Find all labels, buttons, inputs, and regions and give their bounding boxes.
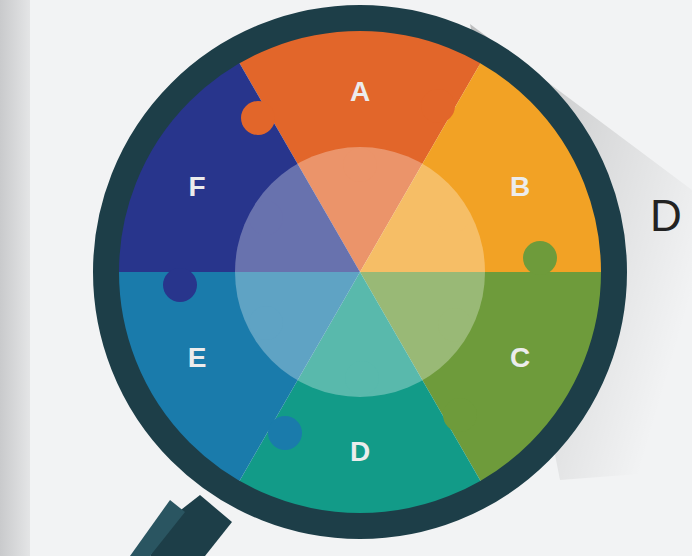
piece-letter: C	[510, 344, 530, 372]
piece-letter: D	[350, 438, 370, 466]
side-bar	[0, 0, 30, 556]
handle-edge	[130, 500, 185, 556]
puzzle-piece: D	[346, 436, 374, 468]
piece-letter: E	[188, 344, 207, 372]
puzzle-piece: E	[184, 342, 211, 374]
puzzle-piece: B	[506, 171, 534, 203]
piece-letter: B	[510, 173, 530, 201]
puzzle-piece: F	[184, 171, 209, 203]
puzzle-piece: A	[346, 76, 374, 108]
piece-letter: A	[350, 78, 370, 106]
lens-ring	[106, 18, 614, 526]
heading-fragment: D	[650, 194, 682, 238]
piece-letter: F	[188, 173, 205, 201]
puzzle-piece: C	[506, 342, 534, 374]
